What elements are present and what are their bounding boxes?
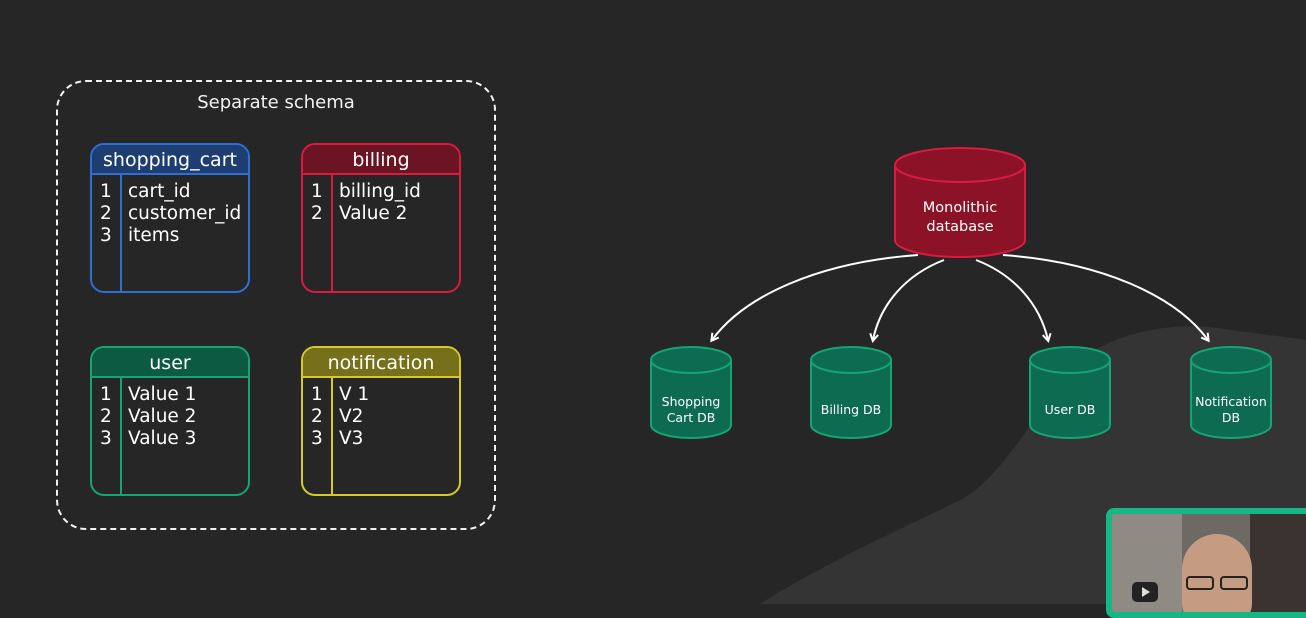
- presenter-webcam: [1106, 508, 1306, 618]
- presenter-face: [1182, 534, 1252, 612]
- table-name: user: [92, 348, 248, 378]
- shopping-cart-db: Shopping Cart DB: [650, 346, 732, 439]
- db-label: Notification: [1195, 394, 1267, 409]
- notification-db: Notification DB: [1190, 346, 1272, 439]
- arrow-to-notification-db: [1002, 254, 1208, 340]
- separate-schema-group: Separate schema: [56, 80, 496, 530]
- arrow-to-billing-db: [873, 259, 945, 340]
- monolithic-database: Monolithic database: [894, 147, 1026, 258]
- arrow-to-user-db: [975, 259, 1048, 340]
- db-label: User DB: [1045, 402, 1096, 417]
- monolithic-db-label-1: Monolithic: [923, 200, 997, 216]
- db-label: Billing DB: [821, 402, 882, 417]
- db-label: Shopping: [662, 394, 721, 409]
- table-name: billing: [303, 145, 459, 175]
- db-label: DB: [1222, 410, 1240, 425]
- database-split-diagram: Monolithic database Shopping Cart DB Bil…: [650, 147, 1272, 439]
- schema-title: Separate schema: [197, 92, 355, 113]
- billing-db: Billing DB: [810, 346, 892, 439]
- play-icon[interactable]: [1132, 582, 1158, 602]
- table-name: shopping_cart: [92, 145, 248, 175]
- user-db: User DB: [1029, 346, 1111, 439]
- db-label: Cart DB: [667, 410, 716, 425]
- table-name: notification: [303, 348, 459, 378]
- monolithic-db-label-2: database: [926, 219, 993, 235]
- arrow-to-shopping-cart-db: [712, 254, 919, 340]
